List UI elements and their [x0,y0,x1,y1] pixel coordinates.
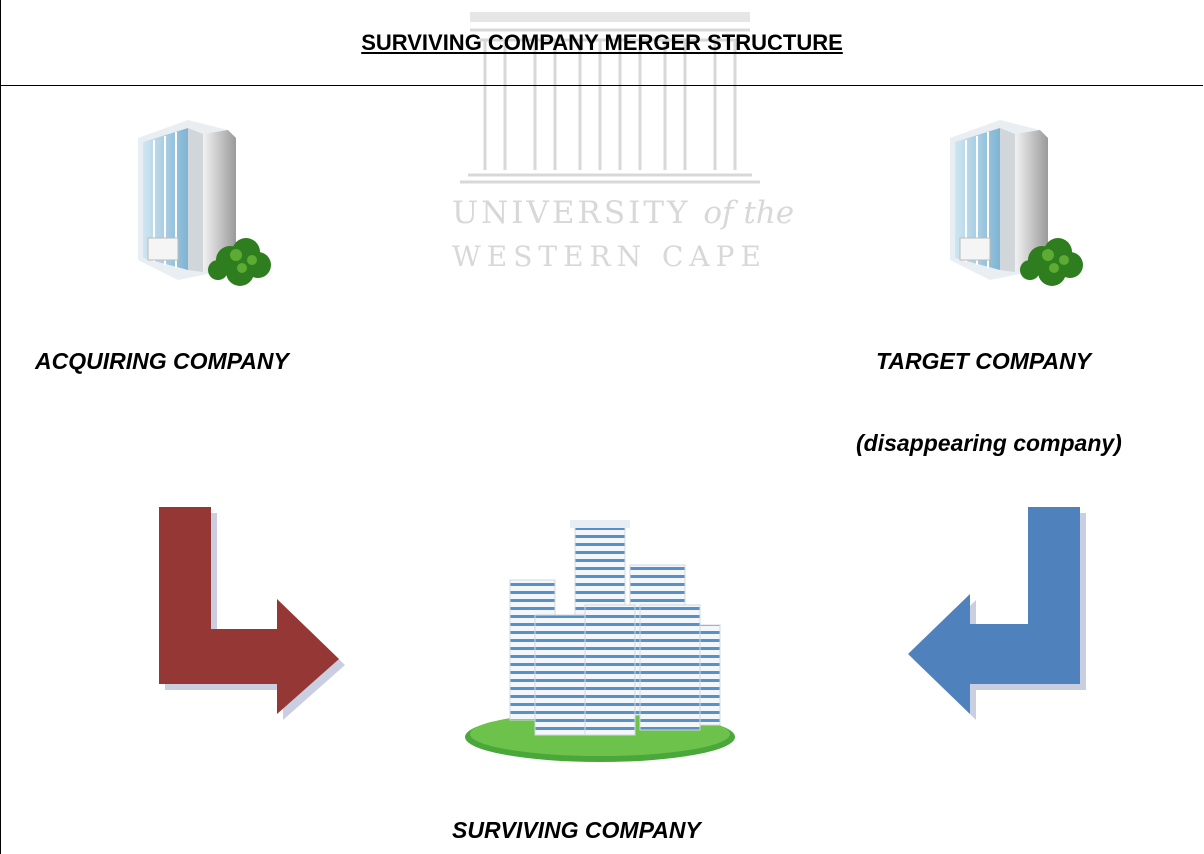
title-box [0,0,1203,86]
watermark-line-2: WESTERN CAPE [452,240,767,273]
office-building-icon [138,120,271,286]
diagram-title: SURVIVING COMPANY MERGER STRUCTURE [361,30,843,55]
frame-left-border [0,0,1,854]
university-crest-watermark [460,12,760,184]
office-building-icon [950,120,1083,286]
city-skyline-icon [465,520,735,762]
target-company-label: TARGET COMPANY [876,348,1092,374]
disappearing-company-note: (disappearing company) [856,430,1122,456]
surviving-company-label: SURVIVING COMPANY [452,817,701,843]
watermark-line-1: UNIVERSITY of the [452,195,795,231]
bent-arrow-left-icon [908,507,1086,720]
acquiring-company-label: ACQUIRING COMPANY [35,348,289,374]
bent-arrow-right-icon [159,507,345,720]
